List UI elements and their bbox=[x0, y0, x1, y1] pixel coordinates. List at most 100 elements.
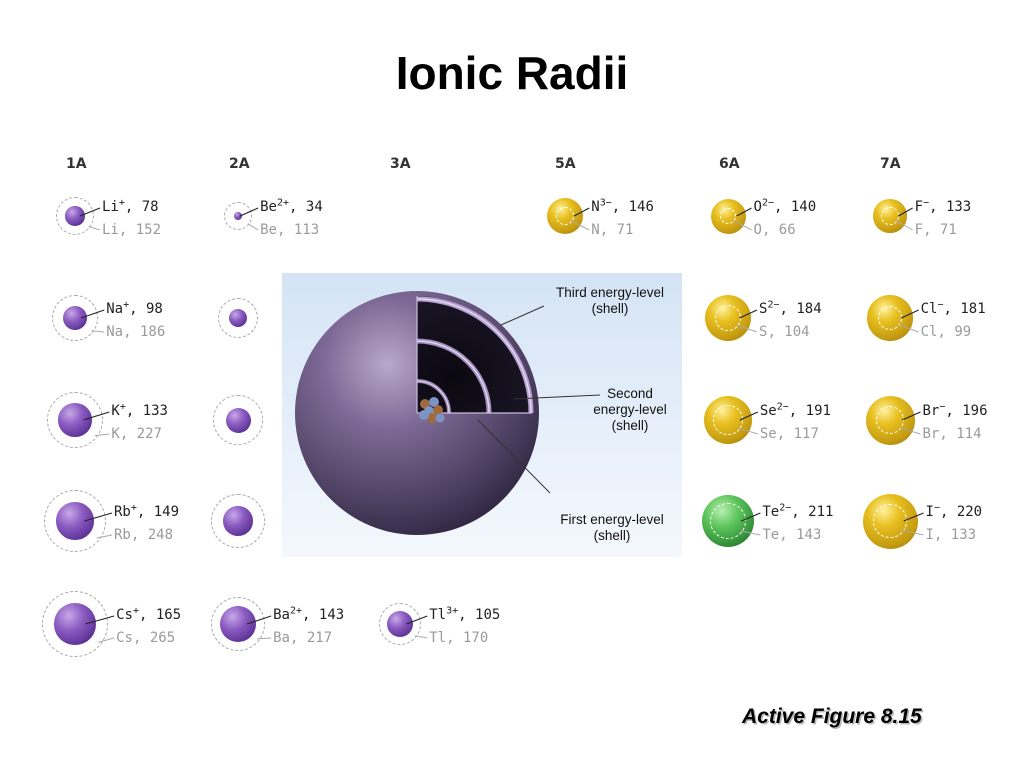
ion-charge: − bbox=[939, 401, 946, 413]
atom-radius-value: 248 bbox=[147, 527, 174, 543]
third-shell-leader bbox=[500, 305, 545, 326]
ion-charge: + bbox=[132, 605, 140, 617]
atom-radius-value: 113 bbox=[293, 222, 320, 238]
atom-leader-line bbox=[91, 330, 105, 333]
ion-symbol: N bbox=[591, 199, 600, 215]
ion-charge: + bbox=[123, 299, 130, 311]
ion-leader-line bbox=[246, 615, 272, 625]
atom-symbol: K bbox=[111, 426, 120, 442]
ion-charge: 3+ bbox=[446, 605, 459, 617]
ion-radius-label: K+, 133 bbox=[111, 401, 168, 419]
ion-sphere bbox=[54, 603, 96, 645]
ion-radius-label: Br−, 196 bbox=[922, 401, 988, 419]
ion-radius-value: 165 bbox=[155, 607, 182, 623]
atom-leader-line bbox=[94, 433, 110, 437]
atom-radius-value: 265 bbox=[149, 630, 176, 646]
ion-radius-label: Cs+, 165 bbox=[116, 605, 182, 623]
atom-leader-line bbox=[98, 637, 115, 643]
atom-symbol: Br bbox=[922, 426, 940, 442]
atom-radius-ring bbox=[41, 590, 109, 658]
atom-radius-value: 71 bbox=[939, 222, 957, 238]
atom-symbol: Tl bbox=[429, 630, 447, 646]
ion-radius-value: 98 bbox=[146, 301, 163, 317]
ion-sphere bbox=[58, 403, 92, 437]
ion-radius-value: 140 bbox=[790, 199, 817, 215]
group-header-5a: 5A bbox=[555, 156, 576, 172]
atom-leader-line bbox=[898, 324, 919, 333]
group-header-2a: 2A bbox=[229, 156, 250, 172]
ion-symbol: Rb bbox=[114, 504, 131, 520]
atom-leader-line bbox=[88, 225, 101, 231]
ion-sphere bbox=[56, 502, 94, 540]
ion-radius-value: 133 bbox=[142, 403, 168, 419]
ion-radius-label: Be2+, 34 bbox=[260, 197, 323, 215]
atom-leader-line bbox=[736, 324, 758, 333]
atom-symbol: N bbox=[591, 222, 600, 238]
atom-radius-ring bbox=[46, 391, 104, 449]
atom-radius-value: 152 bbox=[135, 222, 162, 238]
atom-radius-label: Na, 186 bbox=[106, 324, 166, 340]
ion-charge: 2+ bbox=[289, 605, 303, 617]
atom-radius-ring bbox=[56, 197, 94, 235]
ion-leader-line bbox=[903, 512, 924, 522]
ion-leader-line bbox=[898, 207, 913, 217]
ion-leader-line bbox=[739, 309, 758, 319]
ion-leader-line bbox=[573, 207, 590, 217]
ion-leader-line bbox=[736, 207, 752, 217]
ion-radius-value: 146 bbox=[628, 199, 654, 215]
ion-leader-line bbox=[80, 309, 105, 319]
ion-radius-value: 220 bbox=[956, 504, 983, 520]
ion-sphere bbox=[220, 606, 256, 642]
ion-charge: − bbox=[933, 502, 940, 514]
ion-charge: + bbox=[118, 197, 125, 209]
atom-radius-value: 133 bbox=[950, 527, 977, 543]
ion-symbol: I bbox=[925, 504, 934, 520]
atom-symbol: Se bbox=[759, 426, 777, 442]
ion-sphere bbox=[225, 407, 251, 433]
ion-leader-line bbox=[739, 411, 759, 421]
ion-radius-label: F−, 133 bbox=[914, 197, 972, 215]
atom-radius-ring bbox=[51, 294, 99, 342]
atom-radius-label: Te, 143 bbox=[762, 527, 822, 543]
ion-charge: 2− bbox=[767, 299, 780, 311]
ion-radius-label: I−, 220 bbox=[925, 502, 983, 520]
atom-leader-line bbox=[247, 223, 259, 231]
atom-cutaway-illustration bbox=[295, 291, 601, 535]
atom-radius-ring bbox=[873, 504, 907, 538]
atom-radius-label: F, 71 bbox=[914, 222, 957, 238]
ion-radius-label: S2−, 184 bbox=[759, 299, 822, 317]
first-shell-edge bbox=[416, 380, 450, 414]
ion-radius-value: 184 bbox=[796, 301, 822, 317]
atom-leader-line bbox=[96, 534, 113, 539]
atom-leader-line bbox=[895, 220, 913, 231]
ion-radius-value: 133 bbox=[945, 199, 972, 215]
atom-radius-value: 186 bbox=[139, 324, 166, 340]
atom-symbol: Be bbox=[260, 222, 277, 238]
atom-symbol: Na bbox=[106, 324, 124, 340]
atom-leader-line bbox=[899, 427, 921, 435]
ion-symbol: Cs bbox=[116, 607, 133, 623]
third-shell-edge bbox=[416, 298, 532, 414]
ion-symbol: Tl bbox=[429, 607, 447, 623]
ion-leader-line bbox=[239, 207, 259, 217]
ion-symbol: Na bbox=[106, 301, 124, 317]
ion-symbol: O bbox=[753, 199, 762, 215]
ion-charge: 2+ bbox=[276, 197, 290, 209]
atom-radius-ring bbox=[211, 494, 265, 548]
ion-radius-label: Ba2+, 143 bbox=[273, 605, 345, 623]
ion-leader-line bbox=[85, 615, 115, 625]
ion-symbol: Li bbox=[102, 199, 119, 215]
atom-symbol: Cl bbox=[920, 324, 938, 340]
ion-leader-line bbox=[83, 411, 110, 421]
atom-radius-ring bbox=[713, 405, 743, 435]
ion-radius-label: Te2−, 211 bbox=[762, 502, 834, 520]
atom-leader-line bbox=[901, 529, 924, 536]
ion-symbol: Br bbox=[922, 403, 940, 419]
